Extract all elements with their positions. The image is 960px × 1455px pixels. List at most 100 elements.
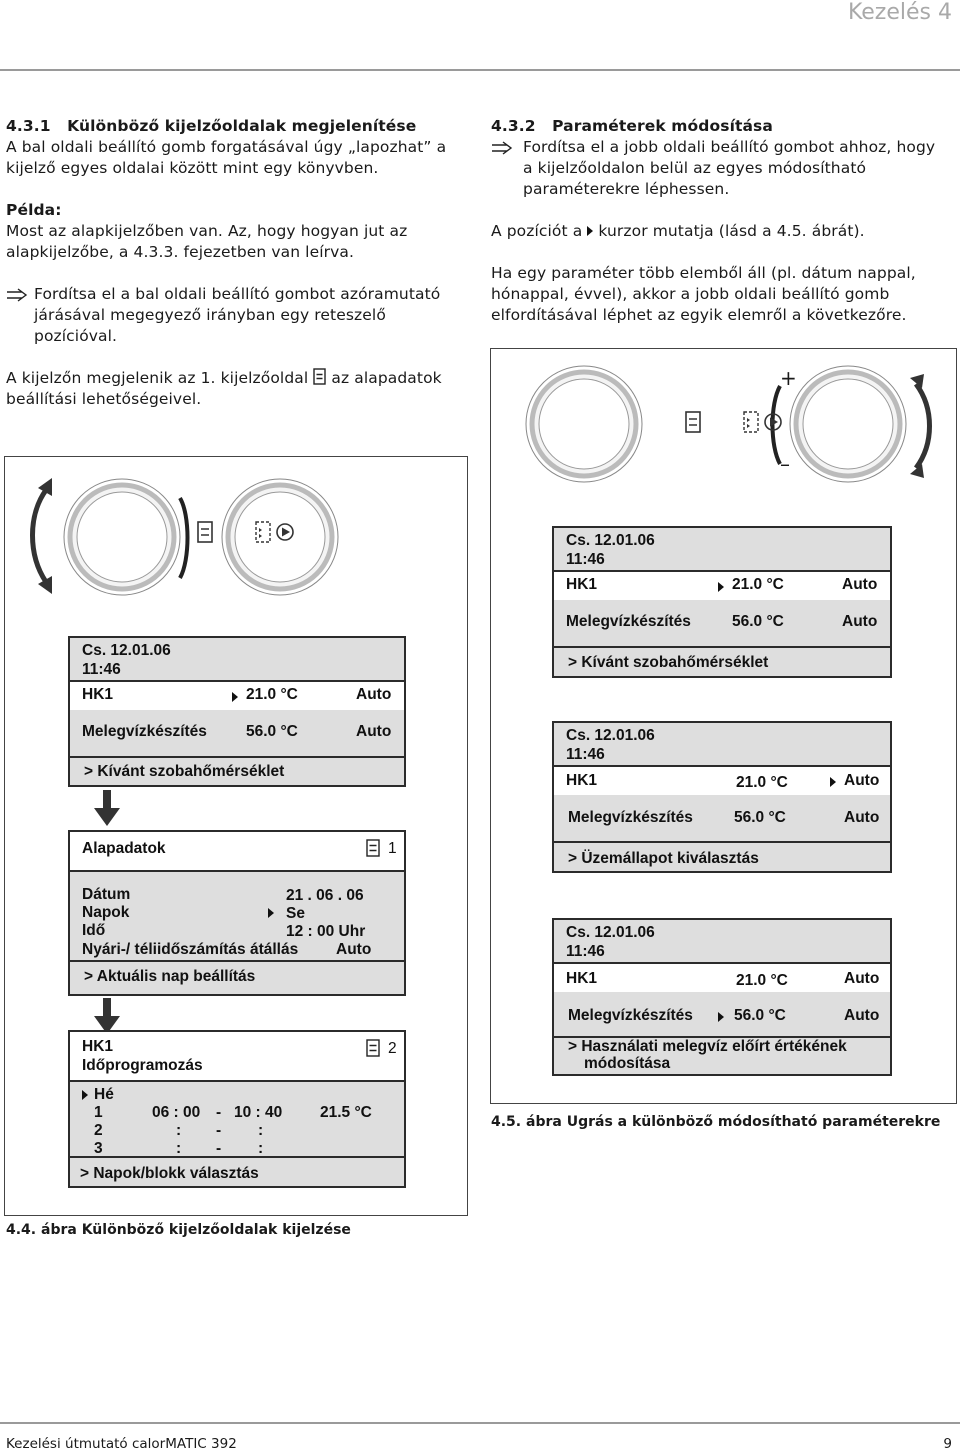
display-hint: > Napok/blokk választás	[80, 1165, 259, 1182]
hotwater-temp: 56.0 °C	[246, 723, 298, 740]
left-text: 4.3.1 Különböző kijelzőoldalak megjelení…	[6, 116, 471, 410]
slot-dash: -	[216, 1140, 222, 1157]
hk1-temp: 21.0 °C	[736, 972, 788, 989]
hk1-mode: Auto	[844, 970, 880, 987]
paragraph-line: kijelző egyes oldalai között mint egy kö…	[6, 159, 379, 177]
down-arrow-icon	[94, 790, 120, 826]
menu-page-icon	[197, 521, 213, 543]
row-time-label: Idő	[82, 922, 106, 939]
figure-caption-4-5: 4.5. ábra Ugrás a különböző módosítható …	[491, 1114, 941, 1130]
plus-sign: +	[780, 366, 797, 390]
hotwater-temp: 56.0 °C	[732, 613, 784, 630]
parameter-cursor-icon	[255, 521, 294, 543]
right-knob	[221, 478, 339, 596]
display-time: 11:46	[566, 943, 605, 960]
cursor-triangle-icon	[232, 692, 238, 702]
display-hint: > Kívánt szobahőmérséklet	[568, 654, 769, 671]
page-title: Időprogramozás	[82, 1057, 203, 1074]
slot-number: 2	[94, 1122, 103, 1139]
hk1-label: HK1	[82, 686, 114, 703]
slot-end: :	[258, 1140, 264, 1157]
cursor-line: A pozíciót a kurzor mutatja (lásd a 4.5.…	[491, 222, 865, 240]
slot-end: :	[258, 1122, 264, 1139]
display-date: Cs. 12.01.06	[566, 924, 655, 941]
footer-title: Kezelési útmutató calorMATIC 392	[6, 1436, 237, 1452]
display-date: Cs. 12.01.06	[82, 642, 171, 659]
cursor-triangle-icon	[718, 582, 724, 592]
hotwater-label: Melegvízkészítés	[82, 723, 207, 740]
hk1-label: HK1	[566, 772, 598, 789]
example-label: Példa:	[6, 201, 62, 219]
display-time: 11:46	[566, 551, 605, 568]
row-date-value: 21 . 06 . 06	[286, 887, 364, 904]
slot-start: 06 : 00	[152, 1104, 201, 1121]
slot-temp: 21.5 °C	[320, 1104, 372, 1121]
hk1-label: HK1	[566, 970, 598, 987]
slot-dash: -	[216, 1122, 222, 1139]
instruction-step: Fordítsa el a jobb oldali beállító gombo…	[491, 137, 956, 200]
display-date: Cs. 12.01.06	[566, 532, 655, 549]
hotwater-mode: Auto	[842, 613, 878, 630]
section-heading-432: 4.3.2 Paraméterek módosítása	[491, 117, 773, 135]
param-display-3: Cs. 12.01.06 11:46 HK1 21.0 °C Auto Mele…	[552, 918, 892, 1076]
hotwater-mode: Auto	[844, 809, 880, 826]
row-time-value: 12 : 00 Uhr	[286, 923, 366, 940]
param-display-2: Cs. 12.01.06 11:46 HK1 21.0 °C Auto Mele…	[552, 721, 892, 873]
slot-dash: -	[216, 1104, 222, 1121]
hotwater-label: Melegvízkészítés	[568, 1007, 693, 1024]
hotwater-mode: Auto	[844, 1007, 880, 1024]
display-hint: > Aktuális nap beállítás	[84, 968, 256, 985]
hk1-temp: 21.0 °C	[732, 576, 784, 593]
rotate-arrow-icon	[910, 374, 932, 478]
paragraph-line: Most az alapkijelzőben van. Az, hogy hog…	[6, 222, 408, 240]
menu-page-icon	[366, 839, 380, 857]
display-hint: > Használati melegvíz előírt értékének	[568, 1038, 847, 1055]
knobs-illustration-right	[525, 365, 932, 483]
figure-4-5-frame	[490, 348, 957, 1104]
param-display-1: Cs. 12.01.06 11:46 HK1 21.0 °C Auto Mele…	[552, 526, 892, 678]
slot-number: 1	[94, 1104, 103, 1121]
display-hint-cont: módosítása	[584, 1055, 671, 1072]
circuit-label: HK1	[82, 1038, 114, 1055]
menu-page-icon	[685, 411, 701, 433]
down-arrow-icon	[94, 998, 120, 1034]
hotwater-temp: 56.0 °C	[734, 809, 786, 826]
paragraph-line: alapkijelzőbe, a 4.3.3. fejezetben van l…	[6, 243, 354, 261]
figure-caption-4-4: 4.4. ábra Különböző kijelzőoldalak kijel…	[6, 1222, 351, 1238]
slot-start: :	[176, 1140, 182, 1157]
display-date: Cs. 12.01.06	[566, 727, 655, 744]
paragraph-line: A bal oldali beállító gomb forgatásával …	[6, 138, 447, 156]
right-text: 4.3.2 Paraméterek módosítása Fordítsa el…	[491, 116, 956, 326]
page2-display: HK1 Időprogramozás 2 Hé 1 06 : 00 - 10 :…	[68, 1030, 406, 1188]
hotwater-label: Melegvízkészítés	[566, 613, 691, 630]
page1-display: Alapadatok 1 Dátum 21 . 06 . 06 Napok Se…	[68, 830, 406, 996]
hotwater-temp: 56.0 °C	[734, 1007, 786, 1024]
menu-page-icon	[313, 368, 331, 387]
hk1-temp: 21.0 °C	[246, 686, 298, 703]
row-dst-value: Auto	[336, 941, 372, 958]
chapter-header: Kezelés 4	[847, 0, 952, 25]
display-hint: > Kívánt szobahőmérséklet	[84, 763, 285, 780]
hk1-mode: Auto	[356, 686, 392, 703]
cursor-triangle-icon	[718, 1012, 724, 1022]
implies-arrow-icon	[491, 137, 523, 200]
row-day-value: Se	[286, 905, 305, 922]
paragraph-line: elfordításával léphet az egyik elemről a…	[491, 306, 907, 324]
minus-sign: –	[780, 452, 790, 476]
cursor-triangle-icon	[82, 1090, 88, 1100]
menu-page-icon	[366, 1039, 380, 1057]
day-label: Hé	[94, 1086, 114, 1103]
implies-arrow-icon	[6, 284, 34, 347]
cursor-triangle-icon	[830, 777, 836, 787]
cursor-triangle-icon	[587, 226, 594, 236]
display-hint: > Üzemállapot kiválasztás	[568, 850, 759, 867]
hk1-mode: Auto	[842, 576, 878, 593]
hotwater-label: Melegvízkészítés	[568, 809, 693, 826]
page-number: 9	[943, 1436, 952, 1452]
cursor-triangle-icon	[268, 908, 274, 918]
page-title: Alapadatok	[82, 840, 166, 857]
footer-rule	[0, 1422, 960, 1424]
page-number: 1	[388, 840, 397, 857]
instruction-step: Fordítsa el a bal oldali beállító gombot…	[6, 284, 471, 347]
left-knob	[525, 365, 643, 483]
